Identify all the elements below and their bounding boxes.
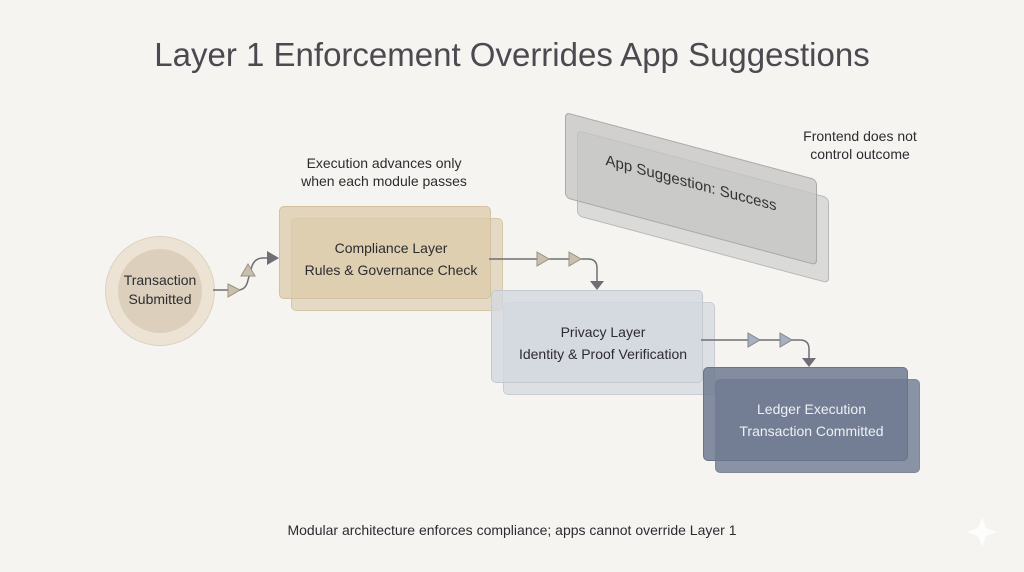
privacy-layer-title: Privacy Layer — [560, 324, 646, 340]
connector-compliance-privacy — [489, 258, 598, 282]
flow-arrowhead-icon — [779, 332, 793, 348]
arrow-head-icon — [267, 251, 279, 265]
footer-caption: Modular architecture enforces compliance… — [287, 522, 737, 538]
arrow-head-icon — [590, 281, 604, 290]
ledger-execution-subtitle: Transaction Committed — [739, 423, 884, 439]
execution-note-line: Execution advances only — [306, 155, 462, 171]
frontend-note: Frontend does not control outcome — [760, 127, 960, 163]
privacy-layer-subtitle: Identity & Proof Verification — [518, 346, 688, 362]
arrow-head-icon — [802, 358, 816, 367]
flow-arrowhead-icon — [240, 263, 256, 277]
privacy-layer-node: Privacy Layer Identity & Proof Verificat… — [491, 290, 703, 383]
frontend-note-line: Frontend does not — [803, 128, 917, 144]
compliance-layer-subtitle: Rules & Governance Check — [304, 262, 478, 278]
ledger-execution-title: Ledger Execution — [757, 401, 866, 417]
flow-arrowhead-icon — [536, 251, 550, 267]
start-node: Transaction Submitted — [105, 236, 215, 346]
sparkle-icon — [967, 517, 997, 547]
execution-note-line: when each module passes — [301, 173, 467, 189]
compliance-layer-node: Compliance Layer Rules & Governance Chec… — [279, 206, 491, 299]
connector-privacy-ledger — [701, 339, 810, 360]
flow-arrowhead-icon — [568, 251, 582, 267]
compliance-layer-title: Compliance Layer — [334, 240, 448, 256]
diagram-title: Layer 1 Enforcement Overrides App Sugges… — [154, 36, 870, 73]
flow-arrowhead-icon — [747, 332, 761, 348]
flow-arrowhead-icon — [227, 283, 242, 298]
start-node-line: Submitted — [128, 291, 192, 307]
start-node-line: Transaction — [123, 272, 197, 288]
execution-note: Execution advances only when each module… — [284, 154, 484, 190]
frontend-note-line: control outcome — [810, 146, 910, 162]
ledger-execution-node: Ledger Execution Transaction Committed — [703, 367, 908, 461]
